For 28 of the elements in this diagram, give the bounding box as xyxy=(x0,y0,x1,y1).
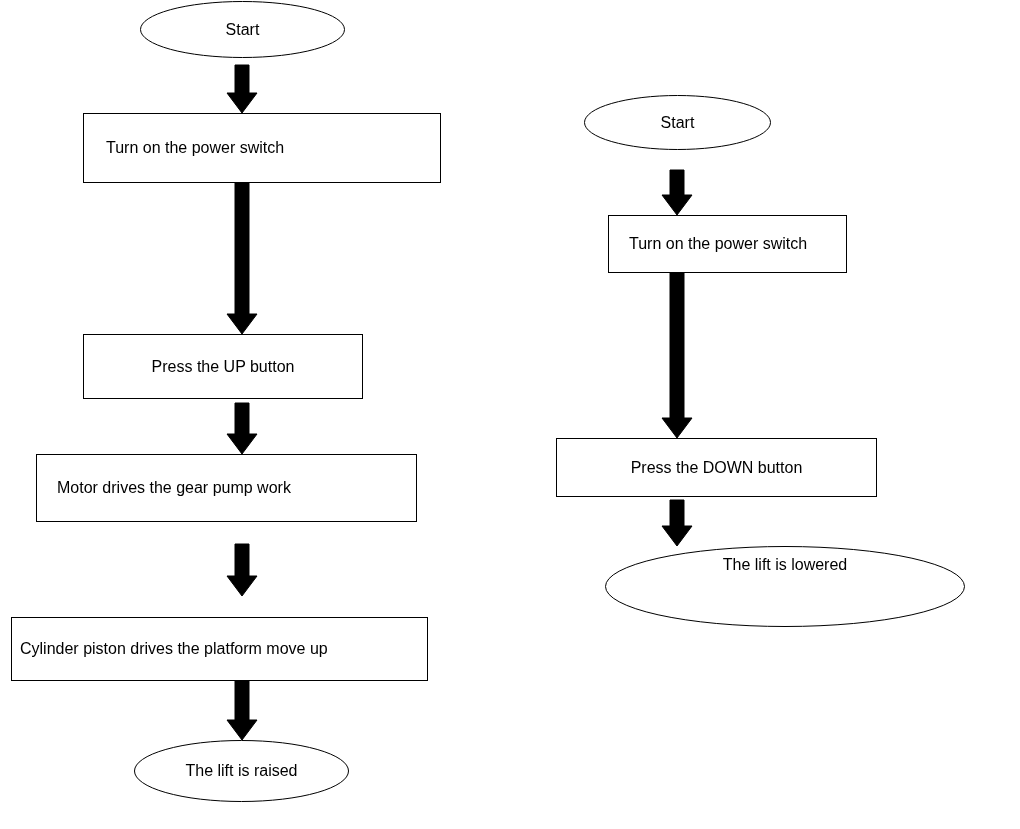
step-label: Turn on the power switch xyxy=(106,139,285,157)
block-arrow xyxy=(661,169,693,216)
process-box xyxy=(83,334,363,399)
step-label: Start xyxy=(660,113,695,132)
terminal-ellipse xyxy=(584,95,771,150)
terminal-ellipse xyxy=(605,546,965,627)
block-arrow xyxy=(226,402,258,455)
block-arrow xyxy=(226,64,258,114)
step-label: Turn on the power switch xyxy=(629,235,808,253)
block-arrow xyxy=(661,272,693,439)
step-label: Motor drives the gear pump work xyxy=(57,479,291,497)
process-box xyxy=(556,438,877,497)
process-box xyxy=(608,215,847,273)
terminal-ellipse xyxy=(134,740,349,802)
block-arrow xyxy=(226,182,258,335)
step-label: The lift is lowered xyxy=(722,555,848,574)
step-label: Cylinder piston drives the platform move up xyxy=(20,640,328,658)
process-box xyxy=(36,454,417,522)
step-label: Start xyxy=(225,20,260,39)
terminal-ellipse xyxy=(140,1,345,58)
step-label: Press the DOWN button xyxy=(630,458,803,477)
block-arrow xyxy=(661,499,693,547)
block-arrow xyxy=(226,543,258,597)
step-label: The lift is raised xyxy=(185,762,298,780)
process-box xyxy=(83,113,441,183)
block-arrow xyxy=(226,680,258,741)
process-box xyxy=(11,617,428,681)
step-label: Press the UP button xyxy=(151,357,295,376)
